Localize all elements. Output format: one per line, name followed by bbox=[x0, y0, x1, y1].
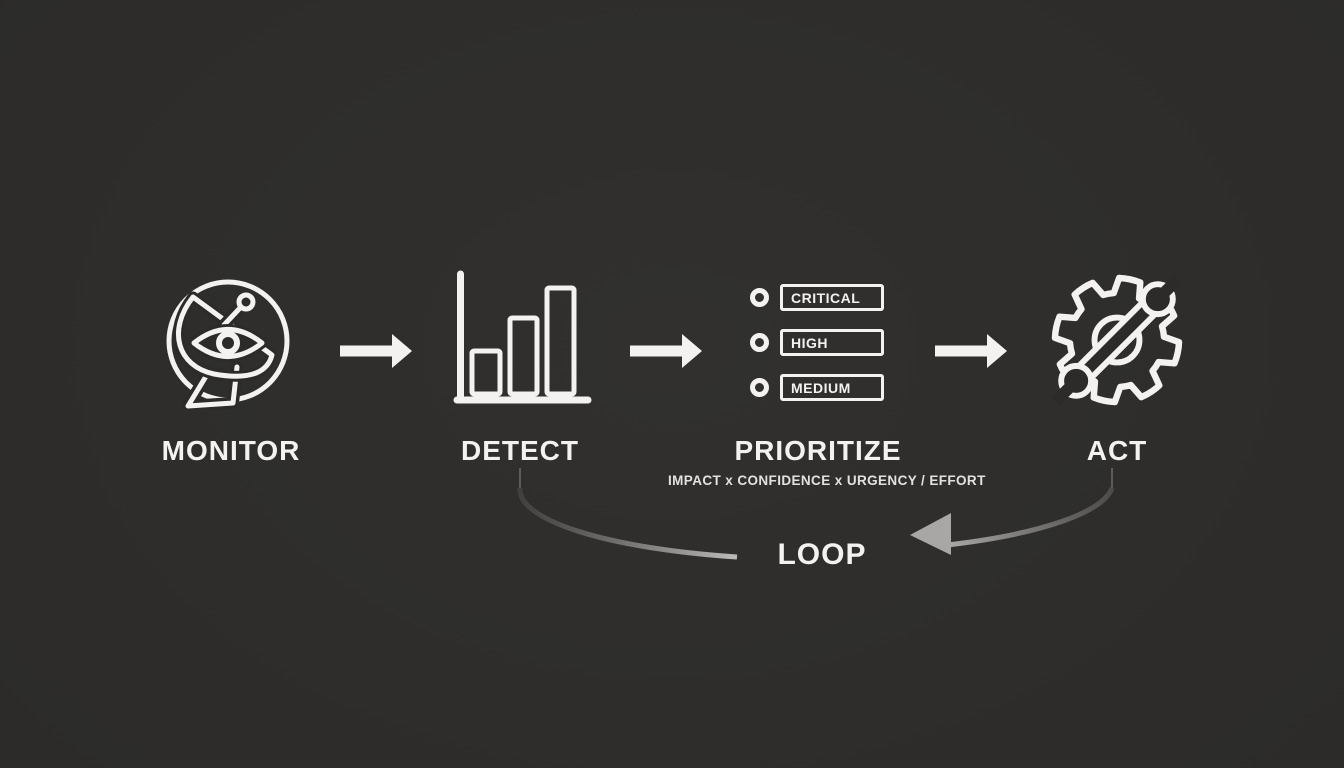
priority-box-medium: MEDIUM bbox=[780, 374, 884, 401]
bar-chart-icon bbox=[453, 270, 592, 404]
step-label-monitor: MONITOR bbox=[161, 435, 301, 466]
priority-bullet-icon bbox=[750, 378, 769, 397]
priority-label: HIGH bbox=[791, 334, 828, 351]
prioritize-formula: IMPACT x CONFIDENCE x URGENCY / EFFORT bbox=[668, 473, 986, 488]
loop-label: LOOP bbox=[777, 538, 867, 571]
step-label-prioritize: PRIORITIZE bbox=[734, 435, 902, 466]
step-label-detect: DETECT bbox=[461, 435, 579, 466]
arrow-right-icon bbox=[630, 334, 702, 368]
priority-box-high: HIGH bbox=[780, 329, 884, 356]
priority-box-critical: CRITICAL bbox=[780, 284, 884, 311]
loop-arrow-icon bbox=[517, 468, 1115, 560]
priority-label: MEDIUM bbox=[791, 379, 851, 396]
gear-wrench-icon bbox=[1051, 274, 1183, 406]
priority-bullet-icon bbox=[750, 333, 769, 352]
satellite-eye-icon bbox=[166, 279, 290, 409]
priority-bullet-icon bbox=[750, 288, 769, 307]
priority-label: CRITICAL bbox=[791, 289, 861, 306]
arrow-right-icon bbox=[935, 334, 1007, 368]
step-label-act: ACT bbox=[1086, 435, 1148, 466]
arrow-right-icon bbox=[340, 334, 412, 368]
